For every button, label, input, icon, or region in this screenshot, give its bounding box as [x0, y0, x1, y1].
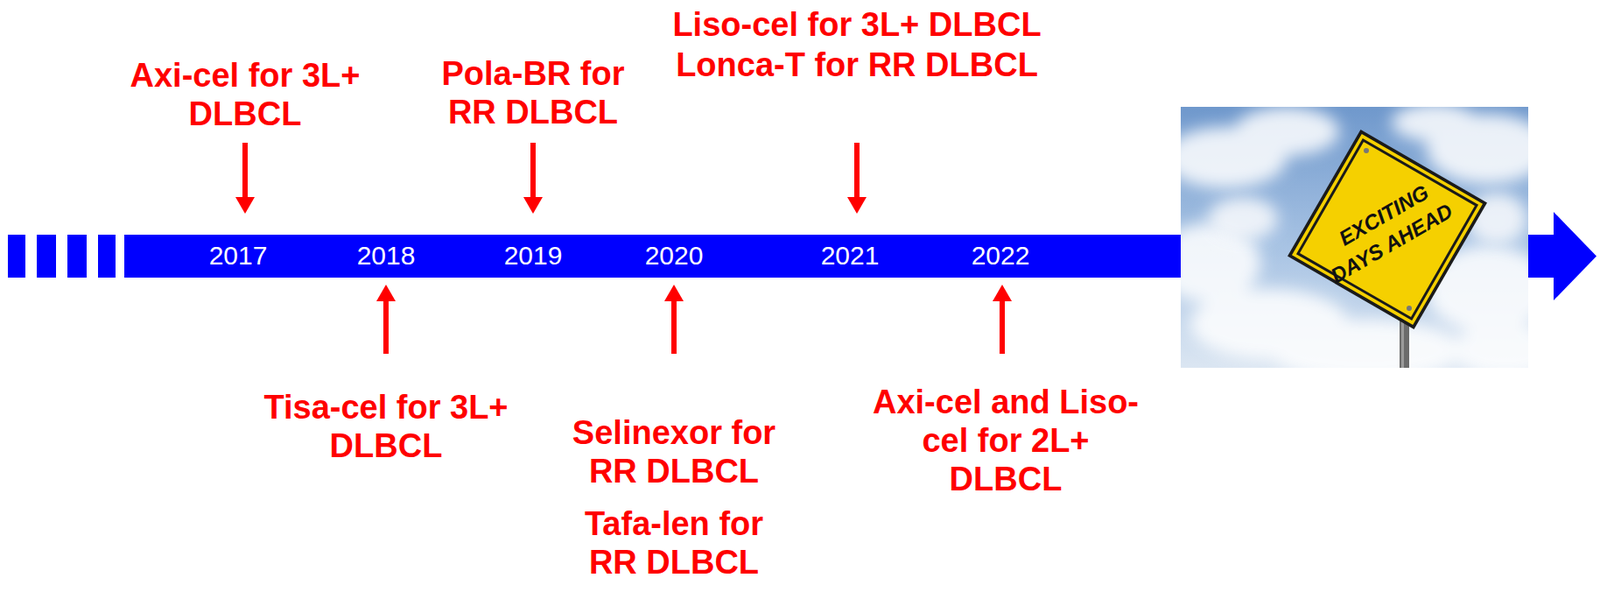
year-label: 2019	[504, 240, 563, 271]
event-label: Axi-cel and Liso-cel for 2L+ DLBCL	[865, 382, 1146, 499]
year-label: 2022	[971, 240, 1031, 271]
timeline-arrowhead	[1553, 211, 1597, 301]
year-label: 2018	[357, 240, 416, 271]
year-label: 2021	[821, 240, 880, 271]
event-label: Liso-cel for 3L+ DLBCL	[646, 5, 1067, 44]
event-label: Tafa-len for RR DLBCL	[560, 504, 788, 582]
year-label: 2017	[209, 240, 268, 271]
sky-photo	[1180, 106, 1529, 368]
event-label: Selinexor for RR DLBCL	[560, 413, 788, 491]
year-label: 2020	[645, 240, 704, 271]
pointer-arrows	[235, 142, 1012, 354]
event-label: Tisa-cel for 3L+ DLBCL	[250, 387, 522, 465]
event-label: Axi-cel for 3L+ DLBCL	[113, 56, 377, 134]
event-label: Pola-BR for RR DLBCL	[426, 54, 641, 132]
event-label: Lonca-T for RR DLBCL	[646, 45, 1067, 85]
timeline-dashes	[7, 234, 116, 278]
